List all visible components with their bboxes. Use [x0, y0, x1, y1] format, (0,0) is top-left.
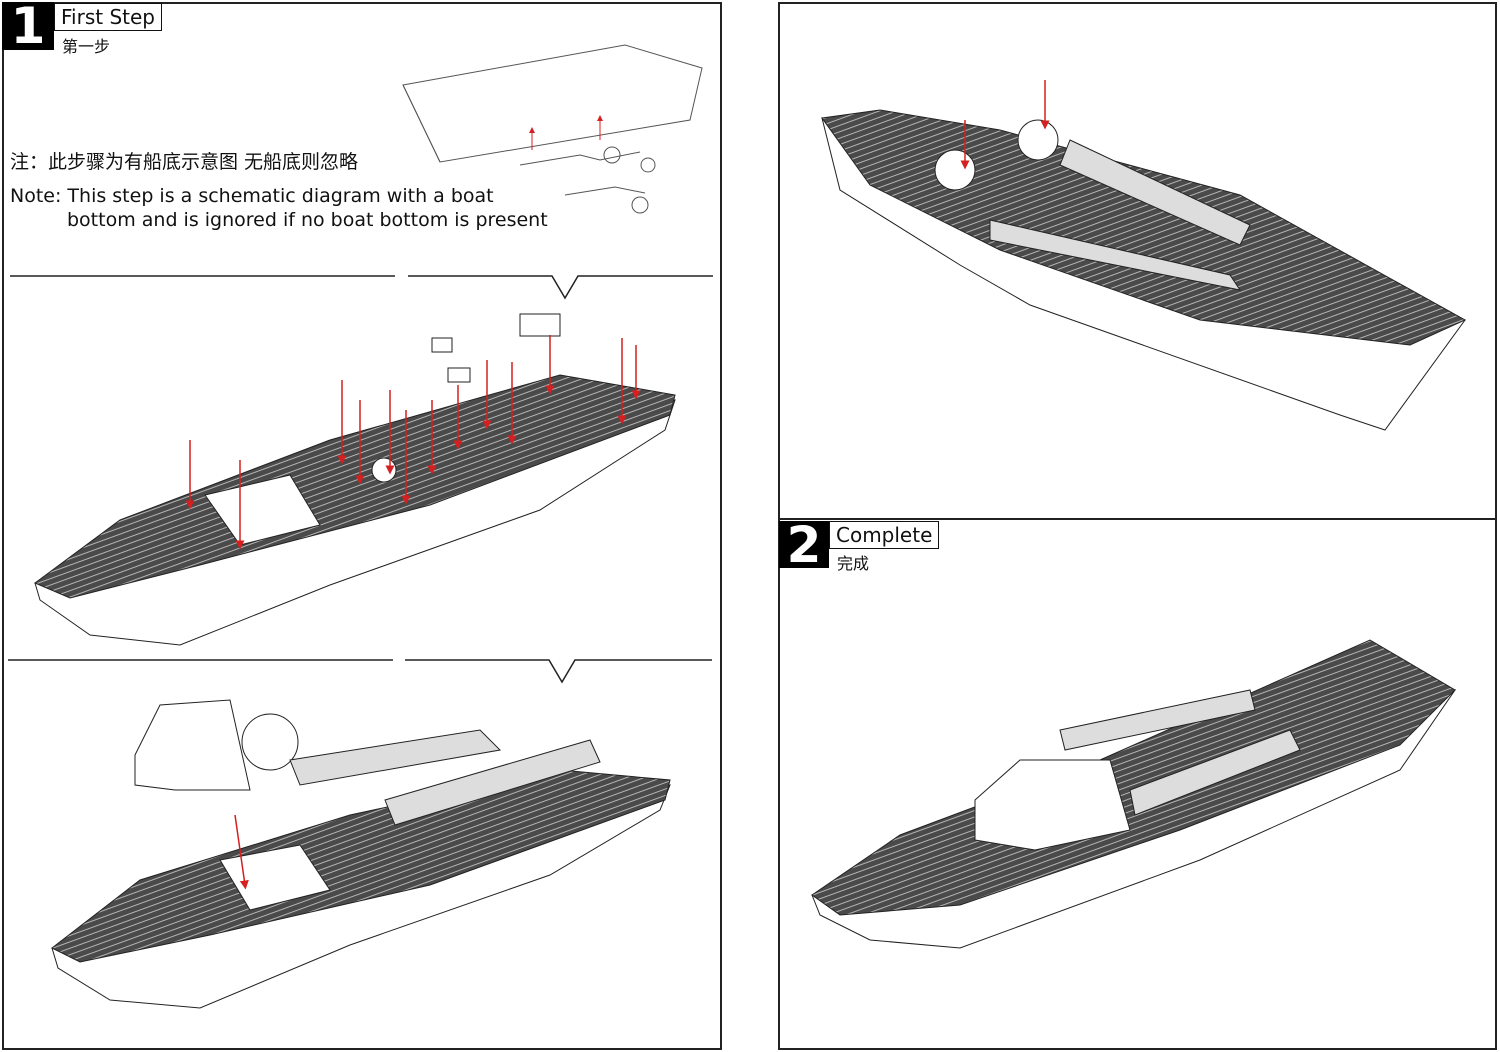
boat-complete-view-b: [811, 639, 1457, 949]
boat-bottom-schematic: [402, 44, 703, 214]
note-en-line2: bottom and is ignored if no boat bottom …: [67, 209, 548, 231]
note-en-line1: Note: This step is a schematic diagram w…: [10, 185, 494, 207]
panel-divider: [778, 518, 1497, 520]
step1-title: First Step: [54, 3, 162, 31]
step1-panel: [2, 2, 722, 1050]
boat-step1-superstructure: [51, 699, 671, 1009]
step2-title: Complete: [829, 521, 940, 549]
step1-number: 1: [2, 1, 54, 51]
boat-complete-view-a: [821, 80, 1467, 431]
boat-step1-parts: [34, 313, 676, 646]
step2-title-cn: 完成: [837, 554, 870, 573]
divider-step1-a: [10, 275, 713, 300]
step1-title-cn: 第一步: [62, 37, 111, 56]
step2-number: 2: [779, 520, 829, 570]
divider-step1-b: [8, 659, 712, 684]
note-cn: 注：此步骤为有船底示意图 无船底则忽略: [10, 151, 359, 173]
